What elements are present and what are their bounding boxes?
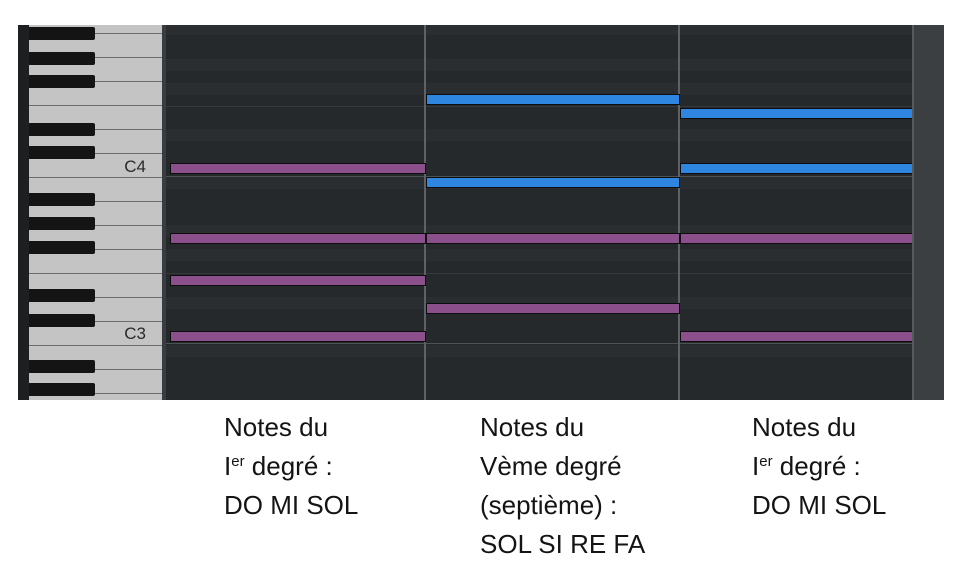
- black-key-g-sharp2[interactable]: [29, 314, 95, 327]
- white-key-divider: [29, 225, 162, 226]
- caption-notes: DO MI SOL: [224, 490, 359, 520]
- white-key-divider: [29, 249, 162, 250]
- grid-line: [166, 273, 912, 274]
- ordinal-suffix: er: [231, 453, 245, 470]
- midi-note-blue[interactable]: [680, 108, 934, 119]
- white-key-divider: [29, 81, 162, 82]
- caption-degree-line: Vème degré: [480, 451, 622, 481]
- white-key-divider: [29, 57, 162, 58]
- caption-degree-line: Ier degré :: [752, 447, 886, 486]
- grid-row: [166, 25, 912, 35]
- caption-notes: SOL SI RE FA: [480, 529, 646, 559]
- roman-numeral: I: [752, 451, 760, 481]
- midi-note-purple[interactable]: [680, 331, 934, 342]
- white-key-divider: [29, 369, 162, 370]
- midi-note-purple[interactable]: [170, 275, 426, 286]
- caption-chord-2: Notes du Vème degré (septième) : SOL SI …: [480, 408, 645, 564]
- caption-degree-line: Ier degré :: [224, 447, 358, 486]
- caption-line: Notes du: [480, 412, 585, 442]
- grid-row: [166, 59, 912, 71]
- caption-line: (septième) :: [480, 490, 618, 520]
- black-key-d-sharp4[interactable]: [29, 52, 95, 65]
- midi-note-purple[interactable]: [170, 331, 426, 342]
- bar-line: [678, 25, 680, 400]
- white-key-divider: [29, 201, 162, 202]
- keyboard-edge: [18, 25, 29, 400]
- piano-roll-editor: C4 C3: [18, 25, 944, 400]
- octave-line-c4: [166, 176, 912, 177]
- black-key-f-sharp3[interactable]: [29, 193, 95, 206]
- key-label-c4: C4: [124, 157, 146, 176]
- midi-note-blue[interactable]: [426, 94, 680, 105]
- white-key-divider: [29, 177, 162, 178]
- black-key-f4[interactable]: [29, 27, 95, 40]
- black-key-d-sharp2[interactable]: [29, 383, 95, 396]
- white-key-divider: [29, 321, 162, 322]
- midi-note-purple[interactable]: [426, 303, 680, 314]
- midi-note-purple[interactable]: [426, 233, 680, 244]
- white-key-divider: [29, 297, 162, 298]
- midi-note-blue[interactable]: [426, 177, 680, 188]
- bar-line: [424, 25, 426, 400]
- white-key-divider: [29, 345, 162, 346]
- black-key-c-sharp3[interactable]: [29, 241, 95, 254]
- degree-text: degré :: [244, 451, 333, 481]
- black-key-f-sharp2[interactable]: [29, 360, 95, 373]
- white-key-divider: [29, 33, 162, 34]
- midi-note-purple[interactable]: [170, 163, 426, 174]
- midi-note-blue[interactable]: [680, 163, 934, 174]
- black-key-g-sharp3[interactable]: [29, 146, 95, 159]
- caption-line: Notes du: [752, 412, 857, 442]
- grid-row: [166, 249, 912, 261]
- key-label-c3: C3: [124, 324, 146, 343]
- white-key-divider: [29, 153, 162, 154]
- caption-line: Notes du: [224, 412, 329, 442]
- white-key-divider: [29, 129, 162, 130]
- grid-row: [166, 83, 912, 95]
- caption-chord-3: Notes du Ier degré : DO MI SOL: [752, 408, 886, 525]
- caption-chord-1: Notes du Ier degré : DO MI SOL: [224, 408, 358, 525]
- black-key-a-sharp3[interactable]: [29, 123, 95, 136]
- degree-text: degré :: [772, 451, 861, 481]
- grid-row: [166, 345, 912, 357]
- midi-note-purple[interactable]: [680, 233, 934, 244]
- right-panel-edge: [912, 25, 944, 400]
- caption-notes: DO MI SOL: [752, 490, 887, 520]
- piano-keyboard: C4 C3: [29, 25, 166, 400]
- white-key-divider: [29, 273, 162, 274]
- black-key-a-sharp2[interactable]: [29, 289, 95, 302]
- black-key-d-sharp3[interactable]: [29, 217, 95, 230]
- roman-numeral: I: [224, 451, 232, 481]
- midi-note-purple[interactable]: [170, 233, 426, 244]
- note-grid[interactable]: [166, 25, 934, 400]
- white-key-divider: [29, 393, 162, 394]
- grid-row: [166, 129, 912, 141]
- black-key-c-sharp4[interactable]: [29, 75, 95, 88]
- ordinal-suffix: er: [759, 453, 773, 470]
- white-key-divider: [29, 105, 162, 106]
- grid-line: [166, 106, 912, 107]
- octave-line-c3: [166, 343, 912, 344]
